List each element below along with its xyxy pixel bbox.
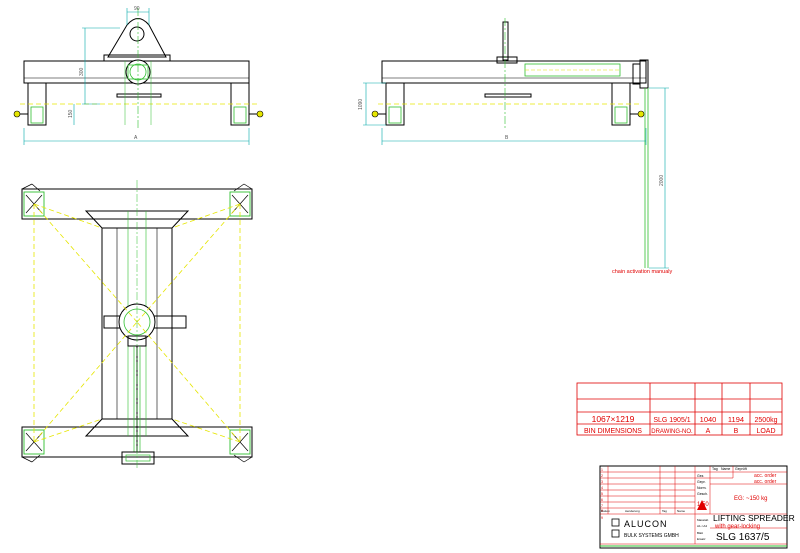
- bin-table: 1067×1219 SLG 1905/1 1040 1194 2500kg BI…: [576, 382, 783, 436]
- rev-5: 5: [601, 492, 603, 496]
- drawing-subtitle: with gear-locking: [714, 524, 760, 530]
- logo-triangle-icon: [697, 500, 707, 510]
- front-view: 90 300 150 A: [13, 6, 264, 145]
- rev-9: 9: [601, 516, 603, 520]
- hdr-acc-order: acc. order: [754, 473, 777, 479]
- weight: EG: ~150 kg: [734, 496, 768, 502]
- side-norm: Norm.: [697, 486, 707, 490]
- lifting-eye: [107, 18, 167, 58]
- label-name: Name: [677, 509, 685, 513]
- dim-chain-length: 2000: [659, 175, 665, 186]
- field-masstab: Masstab: [697, 518, 709, 522]
- chain-annotation: chain activation manualy: [612, 269, 672, 275]
- field-ersatz: Ersatz: [697, 537, 706, 541]
- company-sub: BULK SYSTEMS GMBH: [624, 533, 679, 539]
- drawing-title: LIFTING SPREADER: [713, 513, 795, 523]
- hdr-name: Name: [721, 467, 730, 471]
- werkstoff: acc. order: [754, 479, 777, 485]
- rev-8: 8: [601, 509, 603, 513]
- dim-b: B: [505, 135, 509, 141]
- title-block: 1 2 3 4 5 6 7 8 9 Datum Aenderung Tag Na…: [599, 465, 795, 549]
- bin-row-drawing: SLG 1905/1: [653, 417, 690, 424]
- hdr-geprueft: Geprüft: [735, 467, 747, 471]
- dim-height-300: 300: [79, 67, 85, 76]
- rev-4: 4: [601, 486, 603, 490]
- side-gez: Gez.: [697, 474, 704, 478]
- field-a1a4: A1->A4: [697, 524, 707, 528]
- label-datum: Datum: [601, 509, 610, 513]
- top-chain-wheel: [121, 451, 155, 465]
- rev-7: 7: [601, 504, 603, 508]
- rev-2: 2: [601, 474, 603, 478]
- hdr-tag: Tag: [712, 467, 718, 471]
- bin-head-dim: BIN DIMENSIONS: [584, 428, 642, 435]
- dim-width-top: 90: [134, 6, 140, 12]
- side-gesch: Gesch.: [697, 492, 708, 496]
- label-tag: Tag: [662, 509, 667, 513]
- rev-1: 1: [601, 468, 603, 472]
- alucon-logo-icon: [611, 518, 620, 538]
- rev-6: 6: [601, 498, 603, 502]
- side-view: 1090 B 2000 chain activation manualy: [358, 18, 672, 275]
- rev-3: 3: [601, 480, 603, 484]
- bin-head-a: A: [706, 428, 711, 435]
- side-eye: [502, 21, 509, 61]
- bin-head-load: LOAD: [756, 428, 775, 435]
- top-view: [21, 180, 253, 470]
- sling-lines: [33, 203, 241, 443]
- dim-a: A: [134, 135, 138, 141]
- field-blatt: Blatt: [697, 531, 703, 535]
- side-gepr: Gepr.: [697, 480, 706, 484]
- bin-row-load: 2500kg: [755, 417, 778, 424]
- bin-head-drawing: DRAWING-NO.: [651, 429, 693, 435]
- company-name: ALUCON: [624, 519, 668, 529]
- label-aenderung: Aenderung: [625, 509, 640, 513]
- chain-wheel: [639, 59, 649, 89]
- dim-height-150: 150: [68, 109, 74, 118]
- bin-row-dim: 1067×1219: [592, 414, 635, 424]
- scale: 1:50: [697, 502, 709, 508]
- dim-side-height: 1090: [358, 99, 364, 110]
- side-main-beam: [381, 60, 647, 84]
- side-lower-bar: [484, 93, 532, 98]
- drawing-number: SLG 1637/5: [716, 532, 770, 543]
- front-lower-bar: [116, 93, 162, 98]
- bin-head-b: B: [734, 428, 739, 435]
- bin-row-a: 1040: [700, 415, 717, 424]
- lifting-eye-hole: [129, 26, 145, 42]
- bin-row-b: 1194: [728, 415, 744, 424]
